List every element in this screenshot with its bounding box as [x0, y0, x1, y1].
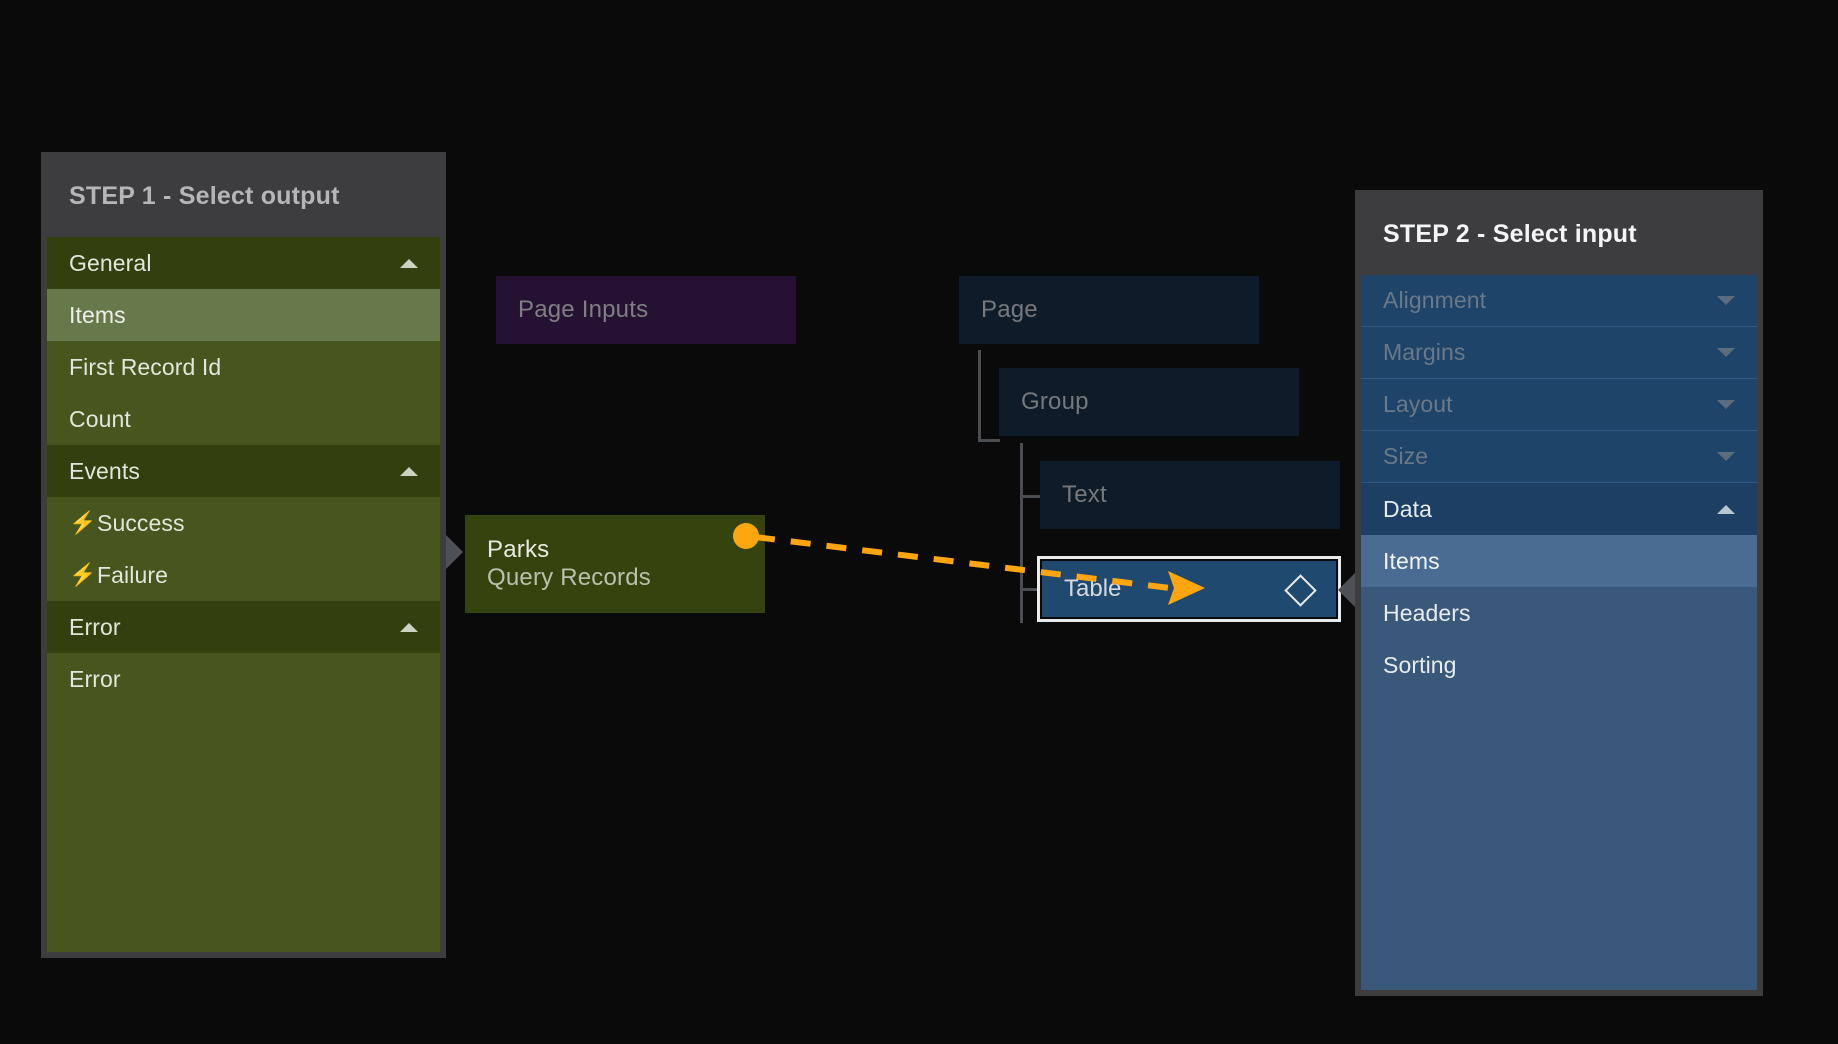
- step2-input-pointer: [1338, 573, 1355, 607]
- row-label: Sorting: [1383, 651, 1457, 678]
- node-group[interactable]: Group: [999, 368, 1299, 436]
- node-table[interactable]: Table: [1037, 556, 1341, 622]
- tree-connector-page-group: [978, 350, 981, 441]
- chevron-down-icon[interactable]: [1717, 452, 1735, 461]
- chevron-down-icon[interactable]: [1717, 400, 1735, 409]
- row-label: Layout: [1383, 391, 1453, 417]
- row-label: Data: [1383, 495, 1432, 522]
- node-page-label: Page: [981, 296, 1038, 323]
- chevron-up-icon[interactable]: [400, 466, 418, 476]
- step2-title: STEP 2 - Select input: [1383, 220, 1637, 248]
- node-page[interactable]: Page: [959, 276, 1259, 344]
- row-data[interactable]: Data: [1361, 483, 1757, 535]
- row-margins[interactable]: Margins: [1361, 327, 1757, 379]
- row-label: Size: [1383, 443, 1429, 469]
- node-parks-subtitle: Query Records: [487, 564, 651, 591]
- row-sorting[interactable]: Sorting: [1361, 639, 1757, 691]
- node-table-label: Table: [1064, 575, 1122, 602]
- row-label: General: [69, 249, 152, 276]
- row-items[interactable]: Items: [47, 289, 440, 341]
- chevron-down-icon[interactable]: [1717, 348, 1735, 357]
- chevron-up-icon[interactable]: [400, 622, 418, 632]
- step1-output-pointer: [446, 535, 463, 569]
- row-label: Margins: [1383, 339, 1466, 365]
- row-error[interactable]: Error: [47, 653, 440, 705]
- row-layout[interactable]: Layout: [1361, 379, 1757, 431]
- row-first-record-id[interactable]: First Record Id: [47, 341, 440, 393]
- row-label: Events: [69, 457, 140, 484]
- node-text[interactable]: Text: [1040, 461, 1340, 529]
- row-items[interactable]: Items: [1361, 535, 1757, 587]
- tree-connector-group-text-h: [1020, 495, 1042, 498]
- tree-connector-group-text: [1020, 443, 1023, 623]
- row-label: Success: [97, 509, 185, 536]
- node-page-inputs[interactable]: Page Inputs: [496, 276, 796, 344]
- bolt-icon: ⚡: [69, 562, 97, 587]
- bolt-icon: ⚡: [69, 510, 97, 535]
- row-headers[interactable]: Headers: [1361, 587, 1757, 639]
- row-alignment[interactable]: Alignment: [1361, 275, 1757, 327]
- row-label: Failure: [97, 561, 169, 588]
- row-label: Count: [69, 405, 131, 432]
- chevron-up-icon[interactable]: [1717, 504, 1735, 514]
- node-group-label: Group: [1021, 388, 1089, 415]
- tree-connector-page-group-h: [978, 439, 1000, 442]
- row-failure[interactable]: ⚡Failure: [47, 549, 440, 601]
- row-label: Error: [69, 665, 121, 692]
- node-parks-title: Parks: [487, 535, 550, 563]
- node-page-inputs-label: Page Inputs: [518, 296, 649, 323]
- row-label: Items: [1383, 547, 1440, 574]
- diamond-icon: [1284, 574, 1317, 607]
- row-label: Items: [69, 301, 126, 328]
- row-events[interactable]: Events: [47, 445, 440, 497]
- node-parks[interactable]: Parks Query Records: [465, 515, 765, 613]
- row-label: First Record Id: [69, 353, 222, 380]
- row-label: Alignment: [1383, 287, 1487, 313]
- row-label: Error: [69, 613, 121, 640]
- chevron-up-icon[interactable]: [400, 258, 418, 268]
- chevron-down-icon[interactable]: [1717, 296, 1735, 305]
- row-error[interactable]: Error: [47, 601, 440, 653]
- row-general[interactable]: General: [47, 237, 440, 289]
- row-size[interactable]: Size: [1361, 431, 1757, 483]
- node-text-label: Text: [1062, 481, 1107, 508]
- row-label: Headers: [1383, 599, 1471, 626]
- step1-title: STEP 1 - Select output: [69, 182, 340, 210]
- row-count[interactable]: Count: [47, 393, 440, 445]
- row-success[interactable]: ⚡Success: [47, 497, 440, 549]
